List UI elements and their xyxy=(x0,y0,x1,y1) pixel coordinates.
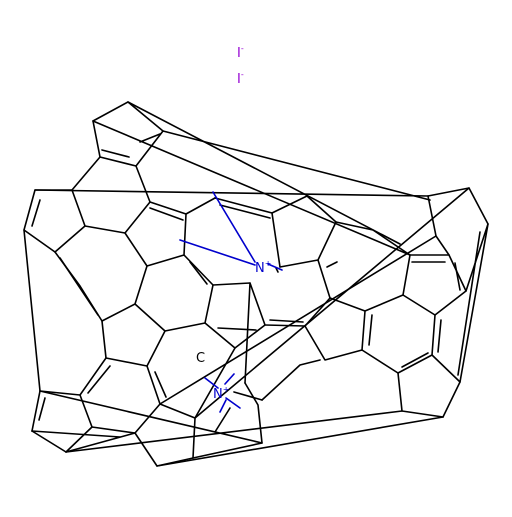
double-bonds xyxy=(31,133,481,421)
n-plus-label-2: N+ xyxy=(213,385,229,402)
n-plus-label-1: N+ xyxy=(255,259,271,276)
iodide-label-1: I- xyxy=(237,44,244,61)
carbon-label: C xyxy=(196,351,205,366)
carbon-bonds xyxy=(23,101,489,467)
nitrogen-bonds xyxy=(179,191,283,413)
atom-labels: N+ N+ C I- I- xyxy=(196,44,271,402)
iodide-label-2: I- xyxy=(237,70,244,87)
